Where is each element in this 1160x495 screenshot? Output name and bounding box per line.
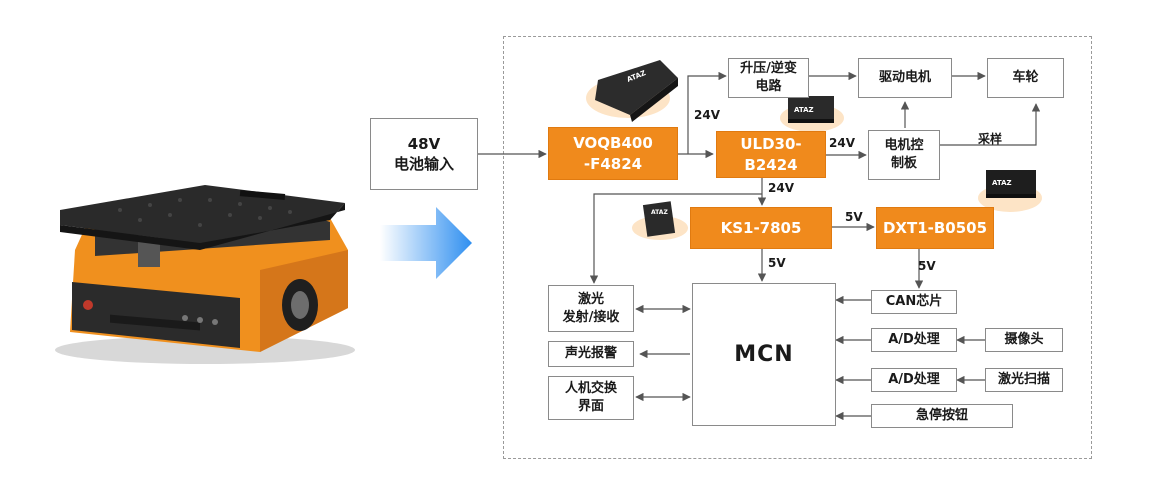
- voqb400-converter-box: VOQB400 -F4824: [548, 127, 678, 180]
- sample-label: 采样: [978, 132, 1003, 146]
- robot-image: [55, 185, 355, 364]
- uld-module-image: ATAZ: [780, 96, 844, 132]
- ad-processing-box-2: A/D处理: [871, 368, 957, 392]
- robot-front-panel: [72, 282, 240, 348]
- battery-input-box: 48V 电池输入: [370, 118, 478, 190]
- voltage-label-5v-dxt1: 5V: [845, 210, 863, 224]
- hmi-box: 人机交换 界面: [548, 376, 634, 420]
- dxt1-module-image: ATAZ: [978, 170, 1042, 212]
- flow-arrow-icon: [380, 207, 472, 279]
- uld30-converter-box: ULD30- B2424: [716, 131, 826, 178]
- motor-control-board-box: 电机控 制板: [868, 130, 940, 180]
- boost-inverter-box: 升压/逆变 电路: [728, 58, 809, 98]
- dxt1-converter-box: DXT1-B0505: [876, 207, 994, 249]
- robot-shadow: [55, 336, 355, 364]
- voltage-label-5v-can: 5V: [918, 259, 936, 273]
- robot-top-slot: [239, 190, 286, 200]
- ks1-module-brand: ATAZ: [651, 209, 668, 216]
- robot-front-button: [83, 300, 93, 310]
- robot-wheel-hub: [291, 291, 309, 319]
- robot-front-port-2: [197, 317, 203, 323]
- robot-top-plate-edge: [60, 203, 345, 250]
- robot-top-plate: [60, 185, 345, 243]
- ks1-module-image: ATAZ: [632, 201, 688, 240]
- drive-motor-box: 驱动电机: [858, 58, 952, 98]
- laser-tx-rx-box: 激光 发射/接收: [548, 285, 634, 332]
- ad-processing-box-1: A/D处理: [871, 328, 957, 352]
- emergency-stop-box: 急停按钮: [871, 404, 1013, 428]
- uld-module-brand: ATAZ: [794, 106, 814, 114]
- voltage-label-24v-boost: 24V: [694, 108, 720, 122]
- system-frame: [503, 36, 1092, 459]
- audio-visual-alarm-box: 声光报警: [548, 341, 634, 367]
- ks1-regulator-box: KS1-7805: [690, 207, 832, 249]
- dxt1-module-brand: ATAZ: [992, 179, 1012, 187]
- laser-scan-box: 激光扫描: [985, 368, 1063, 392]
- wheel-box: 车轮: [987, 58, 1064, 98]
- robot-front-port-3: [212, 319, 218, 325]
- robot-front-slot: [110, 314, 200, 331]
- camera-box: 摄像头: [985, 328, 1063, 352]
- voltage-label-24v-ks1: 24V: [768, 181, 794, 195]
- can-chip-box: CAN芯片: [871, 290, 957, 314]
- mcn-box: MCN: [692, 283, 836, 426]
- voltage-label-5v-mcn: 5V: [768, 256, 786, 270]
- voqb-module-image: ATAZ: [586, 60, 678, 122]
- robot-front-port-1: [182, 315, 188, 321]
- voltage-label-24v-motor: 24V: [829, 136, 855, 150]
- robot-plate-holes: [118, 198, 292, 227]
